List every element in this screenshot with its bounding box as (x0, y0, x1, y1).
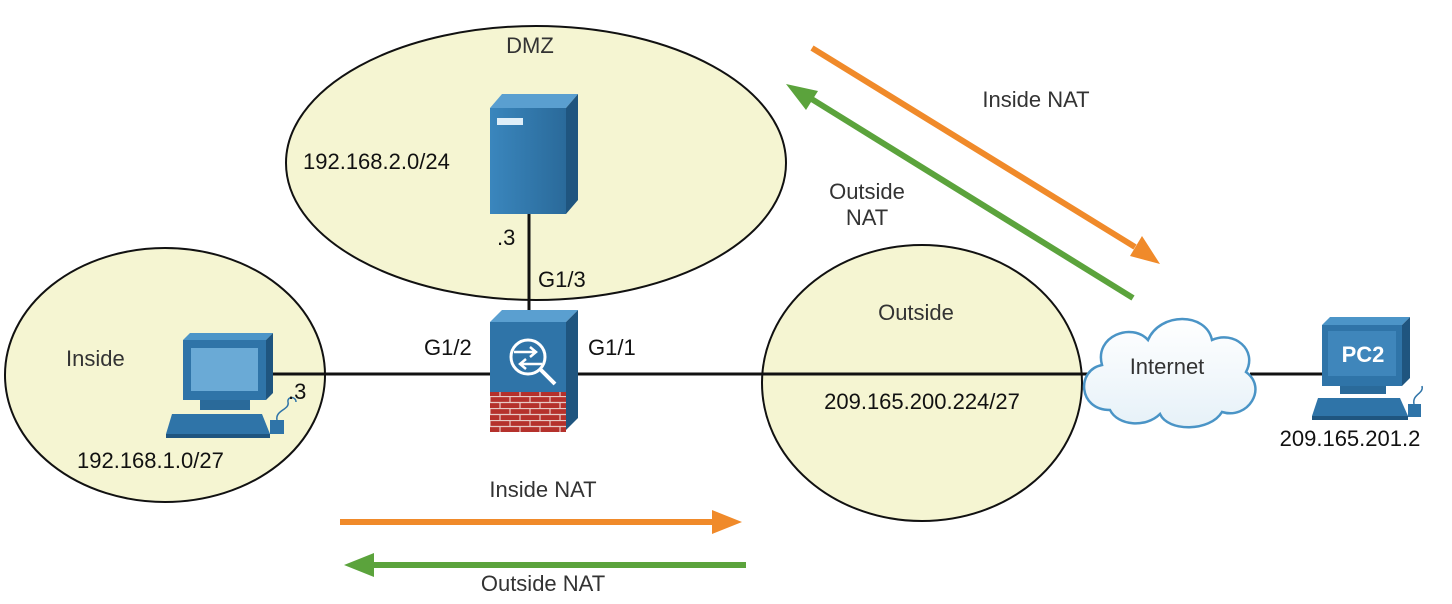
interface-g11: G1/1 (588, 335, 636, 360)
inside-label: Inside (66, 346, 125, 371)
outside-zone (761, 244, 1083, 522)
inside-subnet: 192.168.1.0/27 (77, 448, 224, 473)
outside-label: Outside (878, 300, 954, 325)
inside-nat-label-diagonal: Inside NAT (982, 87, 1089, 112)
outside-nat-arrowhead-diagonal (786, 84, 818, 110)
internet-label: Internet (1130, 354, 1205, 379)
outside-nat-arrow-diagonal (808, 95, 1135, 301)
inside-nat-arrow-diagonal (810, 45, 1137, 250)
dmz-label: DMZ (506, 33, 554, 58)
inside-nat-arrowhead-diagonal (1130, 236, 1160, 264)
dmz-host-address: .3 (497, 225, 515, 250)
firewall-icon (490, 310, 578, 432)
pc2-icon (1312, 317, 1423, 420)
laptop-icon (166, 333, 297, 438)
outside-nat-label-diagonal-1: Outside (829, 179, 905, 204)
pc2-label: PC2 (1342, 342, 1385, 367)
internet-cloud-icon (1083, 317, 1257, 429)
inside-host-address: .3 (288, 379, 306, 404)
server-icon (490, 94, 578, 214)
interface-g12: G1/2 (424, 335, 472, 360)
inside-nat-label-bottom: Inside NAT (489, 477, 596, 502)
pc2-ip: 209.165.201.2 (1280, 426, 1421, 451)
outside-nat-label-diagonal-2: NAT (846, 205, 888, 230)
inside-nat-arrowhead-bottom (712, 510, 742, 534)
interface-g13: G1/3 (538, 267, 586, 292)
outside-nat-arrowhead-bottom (344, 553, 374, 577)
outside-subnet: 209.165.200.224/27 (824, 389, 1020, 414)
dmz-subnet: 192.168.2.0/24 (303, 149, 450, 174)
outside-nat-label-bottom: Outside NAT (481, 571, 605, 596)
